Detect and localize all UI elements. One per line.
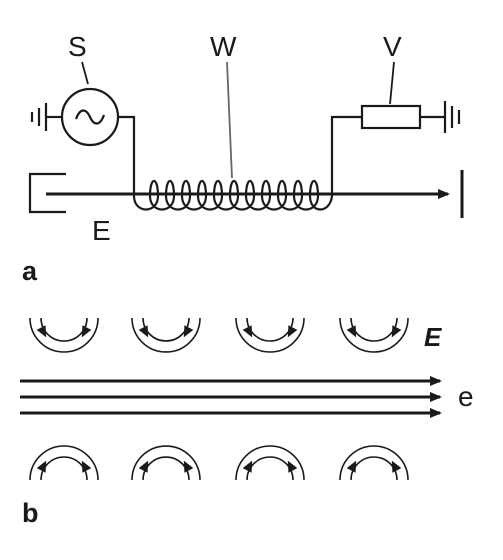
source-label: S (68, 31, 87, 62)
field-line-arc (350, 456, 398, 481)
electron-gun-label: E (92, 215, 111, 246)
field-line-arc (235, 317, 305, 353)
source-wire (118, 115, 136, 196)
panel-a-label: a (22, 256, 38, 286)
panel-a: S W V (22, 31, 464, 286)
field-line-arc (246, 317, 294, 342)
field-line-arc (142, 456, 190, 481)
field-line-arc (235, 445, 305, 481)
field-line-arc (40, 317, 88, 342)
load-pointer-line (389, 61, 395, 105)
arrowhead-icon (81, 460, 92, 473)
field-line-arc (131, 445, 201, 481)
waveguide-label: W (210, 31, 237, 62)
panel-b-label: b (22, 498, 39, 528)
ground-icon (30, 103, 62, 131)
field-loop-group (29, 317, 99, 353)
field-lines-bottom (29, 445, 409, 481)
arrowhead-icon (346, 460, 357, 473)
field-loop-group (339, 445, 409, 481)
field-loop-group (29, 445, 99, 481)
waveguide-pointer-line (226, 61, 233, 179)
electron-streams (20, 376, 442, 418)
arrowhead-icon (183, 325, 194, 338)
field-line-arc (350, 317, 398, 342)
arrowhead-icon (287, 460, 298, 473)
field-line-arc (142, 317, 190, 342)
arrowhead-icon (138, 460, 149, 473)
arrowhead-icon (183, 460, 194, 473)
field-line-arc (29, 445, 99, 481)
field-lines-top (29, 317, 409, 353)
load-label: V (383, 31, 402, 62)
source-pointer-line (81, 61, 89, 85)
arrowhead-icon (391, 460, 402, 473)
electron-label: e (458, 381, 474, 412)
arrowhead-icon (346, 325, 357, 338)
field-line-arc (339, 317, 409, 353)
field-label: E (424, 322, 442, 352)
field-line-arc (339, 445, 409, 481)
helix-coil (132, 179, 334, 211)
panel-b: E e b (20, 317, 474, 528)
field-loop-group (131, 317, 201, 353)
arrowhead-icon (81, 325, 92, 338)
arrowhead-icon (242, 460, 253, 473)
field-loop-group (339, 317, 409, 353)
field-line-arc (131, 317, 201, 353)
arrowhead-icon (391, 325, 402, 338)
field-loop-group (131, 445, 201, 481)
arrowhead-icon (242, 325, 253, 338)
arrowhead-icon (138, 325, 149, 338)
field-loop-group (235, 317, 305, 353)
arrowhead-icon (36, 325, 47, 338)
ground-icon (443, 101, 461, 133)
field-line-arc (40, 456, 88, 481)
resistor-icon (360, 104, 422, 130)
ac-source-icon (60, 87, 120, 147)
load-wire (330, 115, 362, 196)
arrowhead-icon (287, 325, 298, 338)
field-line-arc (246, 456, 294, 481)
electron-gun-icon (28, 172, 66, 214)
field-line-arc (29, 317, 99, 353)
arrowhead-icon (36, 460, 47, 473)
field-loop-group (235, 445, 305, 481)
